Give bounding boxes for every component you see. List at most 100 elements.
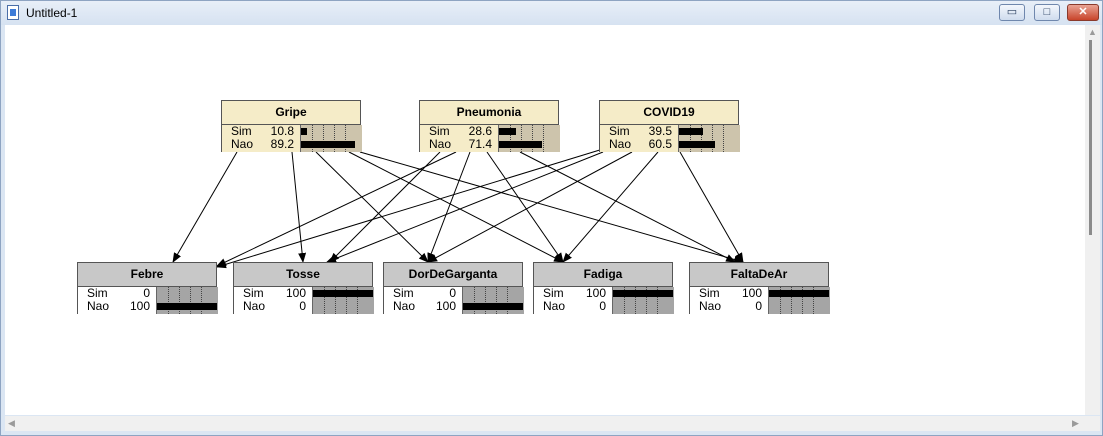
scroll-up-icon[interactable]: ▲ [1088, 27, 1097, 37]
gridline [474, 287, 475, 314]
title-bar[interactable]: Untitled-1 ▭ □ ✕ [1, 1, 1102, 25]
gridline [323, 125, 324, 152]
state-value: 89.2 [270, 137, 294, 151]
state-row-sim[interactable]: Sim 100 [690, 286, 828, 300]
state-value: 39.5 [648, 124, 672, 138]
state-value: 0 [449, 286, 456, 300]
close-button[interactable]: ✕ [1067, 4, 1099, 21]
gridline [345, 125, 346, 152]
belief-bar [157, 303, 217, 310]
belief-bar [499, 128, 516, 135]
gridline [543, 125, 544, 152]
gridline [521, 125, 522, 152]
belief-bar [463, 303, 523, 310]
state-value: 71.4 [468, 137, 492, 151]
state-label: Sim [429, 124, 450, 138]
state-row-sim[interactable]: Sim 0 [78, 286, 216, 300]
edge-gripe-to-dordegarganta [315, 151, 429, 263]
belief-bar-area [312, 287, 374, 314]
minimize-button[interactable]: ▭ [999, 4, 1025, 21]
state-value: 0 [755, 299, 762, 313]
gridline [334, 125, 335, 152]
node-title: COVID19 [600, 101, 738, 125]
edge-covid19-to-febre [216, 148, 604, 269]
state-row-nao[interactable]: Nao 89.2 [222, 137, 360, 151]
maximize-button[interactable]: □ [1034, 4, 1060, 21]
state-label: Nao [429, 137, 452, 151]
gridline [201, 287, 202, 314]
gridline [780, 287, 781, 314]
state-row-sim[interactable]: Sim 100 [234, 286, 372, 300]
gridline [712, 125, 713, 152]
state-value: 28.6 [468, 124, 492, 138]
vertical-scrollbar[interactable]: ▲ [1085, 25, 1100, 415]
document-icon [7, 5, 19, 20]
gridline [791, 287, 792, 314]
state-label: Nao [87, 299, 110, 313]
edge-gripe-to-faltadear [359, 151, 744, 264]
gridline [532, 125, 533, 152]
state-value: 0 [143, 286, 150, 300]
gridline [657, 287, 658, 314]
scroll-left-icon[interactable]: ◀ [8, 418, 15, 428]
scroll-right-icon[interactable]: ▶ [1072, 418, 1079, 428]
state-value: 10.8 [270, 124, 294, 138]
edge-gripe-to-fadiga [348, 151, 564, 263]
network-canvas[interactable] [5, 25, 1085, 415]
gridline [510, 125, 511, 152]
gridline [312, 125, 313, 152]
gridline [324, 287, 325, 314]
gridline [507, 287, 508, 314]
horizontal-scrollbar[interactable]: ◀ ▶ [5, 416, 1085, 431]
state-label: Sim [231, 124, 252, 138]
state-value: 100 [741, 286, 762, 300]
state-label: Sim [243, 286, 264, 300]
edge-pneumonia-to-dordegarganta [427, 151, 471, 263]
gridline [635, 287, 636, 314]
edge-covid19-to-dordegarganta [427, 151, 633, 263]
state-row-sim[interactable]: Sim 0 [384, 286, 522, 300]
belief-bar-area [156, 287, 218, 314]
gridline [646, 287, 647, 314]
state-row-sim[interactable]: Sim 39.5 [600, 124, 738, 138]
state-label: Nao [231, 137, 254, 151]
edge-pneumonia-to-febre [216, 151, 457, 267]
belief-bar [313, 290, 373, 297]
vertical-scroll-thumb[interactable] [1089, 40, 1092, 235]
edge-covid19-to-tosse [326, 151, 604, 263]
state-value: 100 [285, 286, 306, 300]
belief-bar [679, 128, 703, 135]
gridline [690, 125, 691, 152]
state-label: Sim [87, 286, 108, 300]
state-label: Sim [543, 286, 564, 300]
state-label: Nao [543, 299, 566, 313]
node-title: FaltaDeAr [690, 263, 828, 287]
belief-bar [301, 141, 355, 148]
state-label: Nao [609, 137, 632, 151]
state-row-nao[interactable]: Nao 71.4 [420, 137, 558, 151]
scrollbar-corner [1085, 416, 1100, 431]
state-row-sim[interactable]: Sim 28.6 [420, 124, 558, 138]
belief-bar [301, 128, 307, 135]
edge-gripe-to-febre [172, 151, 238, 263]
state-label: Sim [393, 286, 414, 300]
state-label: Sim [699, 286, 720, 300]
state-label: Sim [609, 124, 630, 138]
state-row-sim[interactable]: Sim 10.8 [222, 124, 360, 138]
